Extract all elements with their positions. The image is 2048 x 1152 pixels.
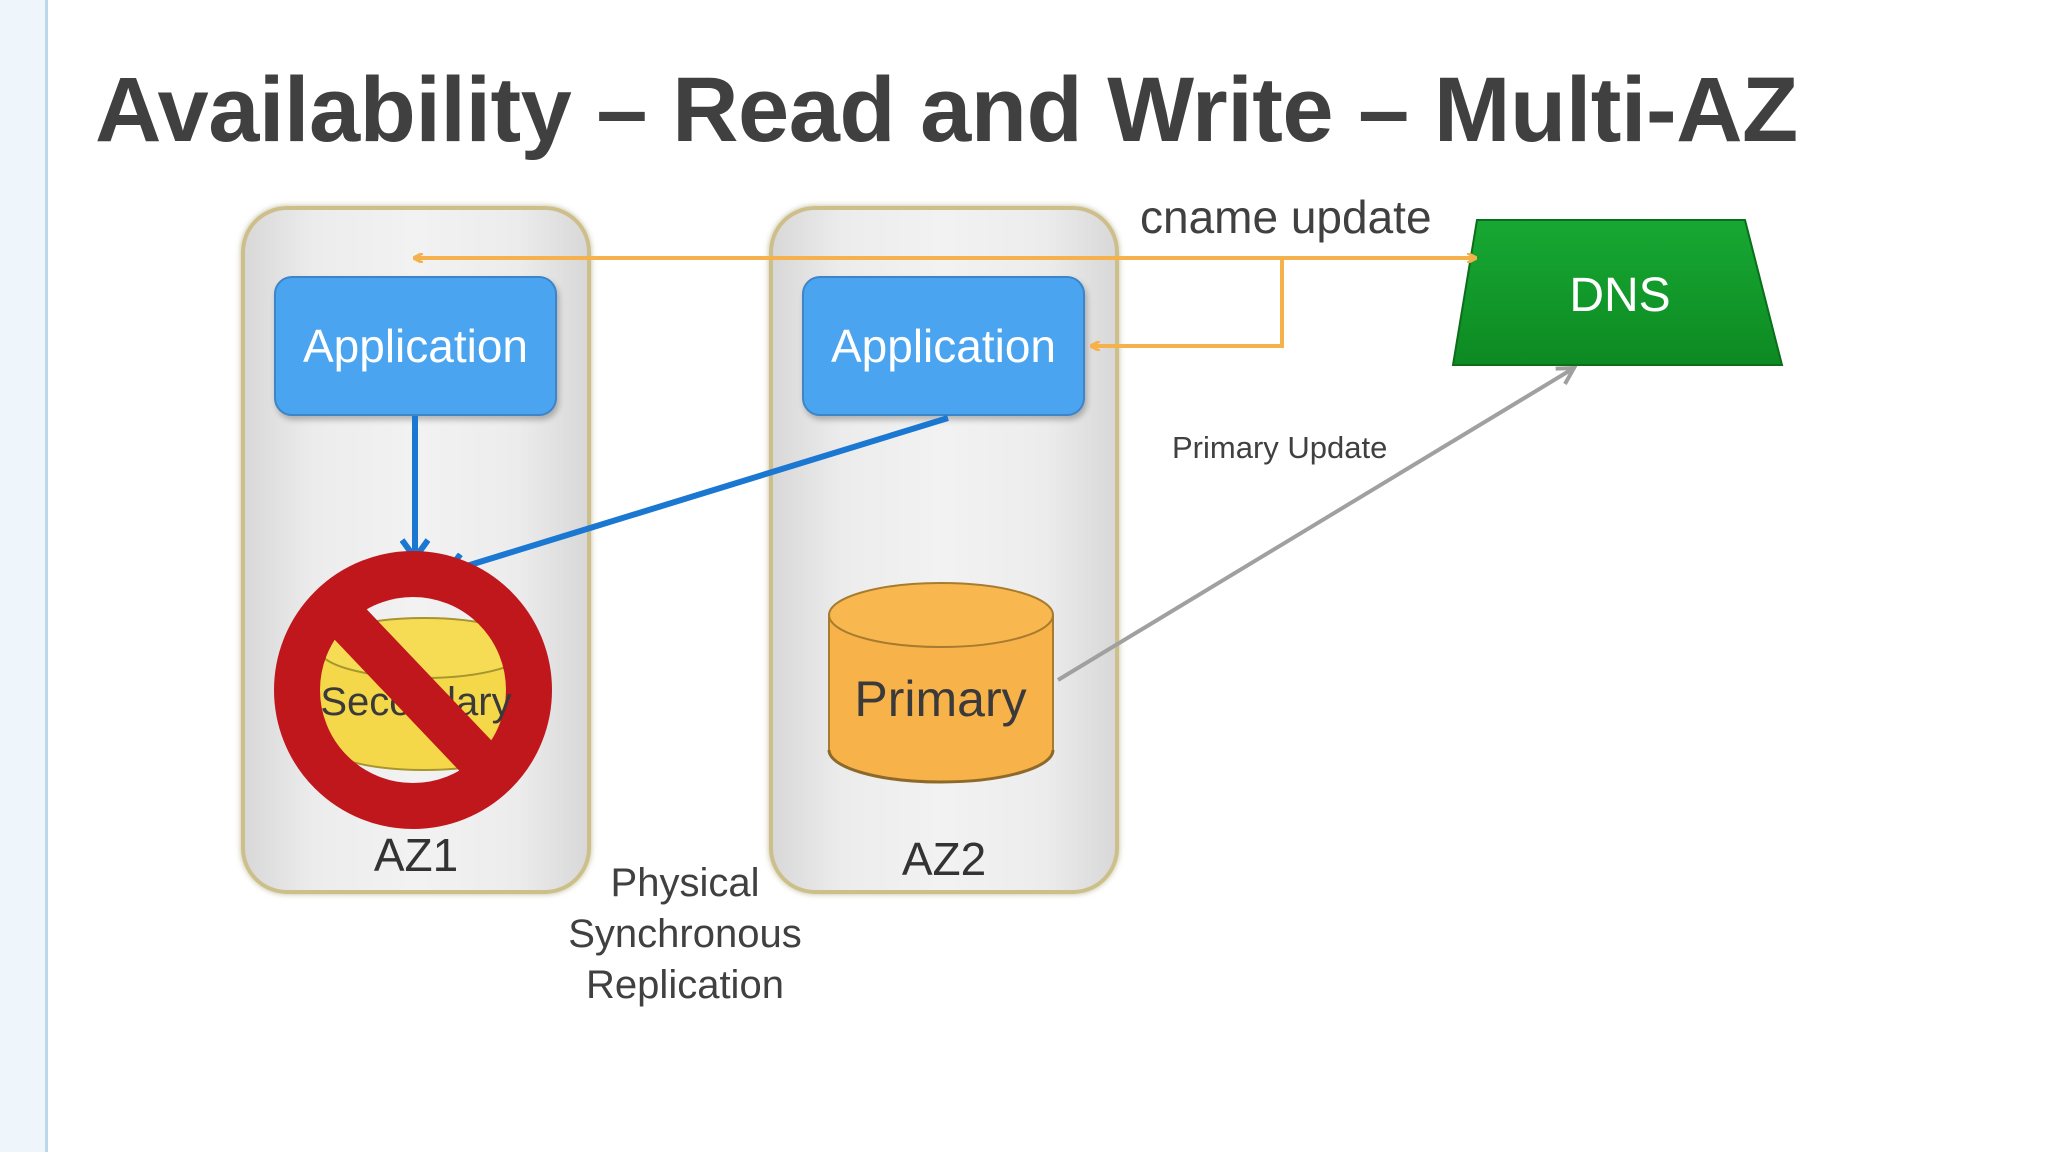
cname-update-arrows <box>415 258 1475 346</box>
primary-update-label: Primary Update <box>1172 430 1388 465</box>
primary-database-icon <box>827 582 1055 784</box>
replication-line-1: Physical <box>610 861 760 905</box>
replication-line-2: Synchronous <box>568 912 802 956</box>
primary-update-arrow <box>1056 365 1578 682</box>
primary-database-label: Primary <box>854 671 1027 727</box>
replication-label: Physical Synchronous Replication <box>560 858 810 1011</box>
az1-label: AZ1 <box>373 829 459 881</box>
az1-application-box: Application <box>274 276 557 416</box>
dns-shape <box>1451 219 1784 366</box>
replication-line-3: Replication <box>586 963 784 1007</box>
decorative-left-strip <box>0 0 48 1152</box>
dns-label: DNS <box>1569 269 1671 322</box>
slide-title: Availability – Read and Write – Multi-AZ <box>95 59 1798 161</box>
cname-update-label: cname update <box>1140 191 1432 243</box>
az2-label: AZ2 <box>901 833 987 885</box>
app-connection-arrows <box>415 415 949 572</box>
az2-application-box: Application <box>802 276 1085 416</box>
